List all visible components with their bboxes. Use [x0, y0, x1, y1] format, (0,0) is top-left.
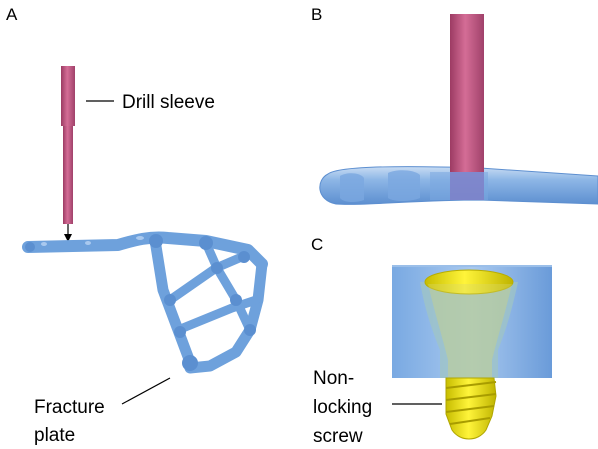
fracture-plate-a [22, 231, 268, 374]
drill-sleeve-label: Drill sleeve [122, 92, 215, 113]
plate-highlights-a [41, 236, 144, 246]
screw-label-line3: screw [313, 426, 363, 447]
panel-letter-c: C [311, 235, 323, 254]
screw-label-line2: locking [313, 397, 372, 418]
fracture-plate-b [319, 166, 598, 205]
panel-letter-a: A [6, 5, 18, 24]
drill-sleeve-b [450, 14, 484, 200]
panel-letter-b: B [311, 5, 322, 24]
screw-label-line1: Non- [313, 368, 354, 389]
fracture-plate-label-line2: plate [34, 425, 75, 446]
fracture-plate-leader [121, 377, 171, 405]
arrow-head [64, 234, 72, 242]
plate-nodes-a [25, 234, 256, 371]
non-locking-screw [424, 269, 514, 440]
fracture-plate-label-line1: Fracture [34, 397, 105, 418]
drill-sleeve-a [61, 66, 75, 224]
